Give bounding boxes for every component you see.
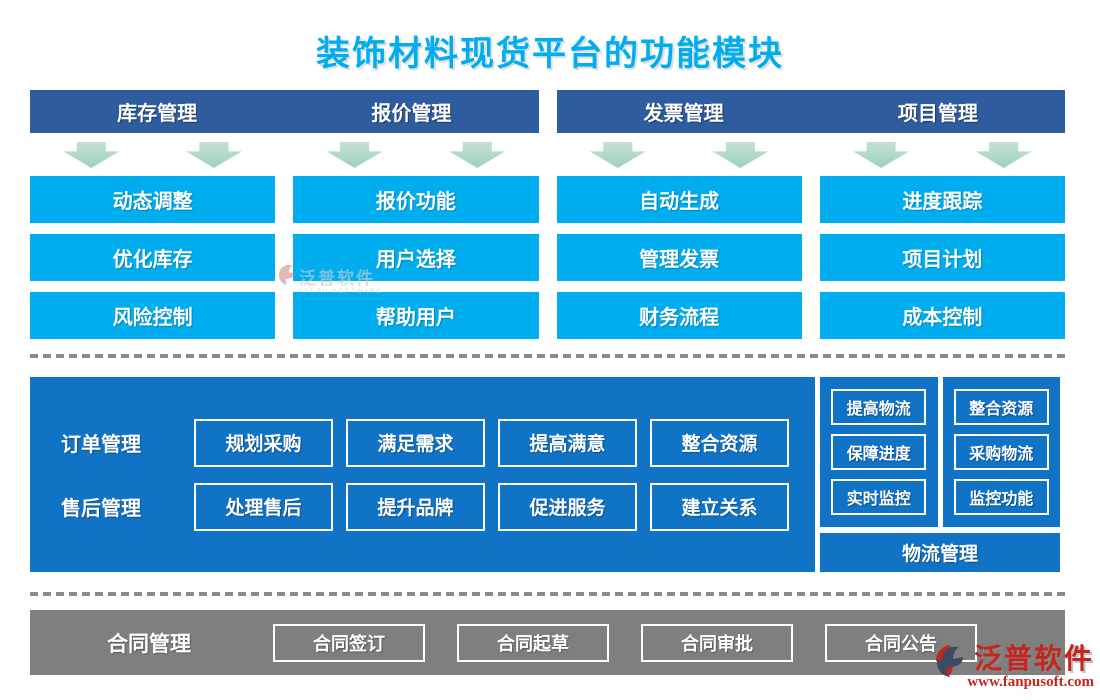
module-box-auto-generate[interactable]: 自动生成 (556, 176, 802, 223)
meet-demand-button[interactable]: 满足需求 (346, 418, 485, 467)
logistics-column-right: 整合资源 采购物流 监控功能 (942, 377, 1060, 527)
contract-management-bar: 合同管理 合同签订 合同起草 合同审批 合同公告 (30, 610, 1065, 675)
logistics-column-left: 提高物流 保障进度 实时监控 (820, 377, 938, 527)
header-label: 项目管理 (897, 103, 978, 125)
aftersale-management-row: 售后管理 处理售后 提升品牌 促进服务 建立关系 (30, 482, 815, 531)
logo-url: www.fanpusoft.com (967, 674, 1094, 690)
build-relation-button[interactable]: 建立关系 (650, 482, 789, 531)
down-arrow-icon (712, 142, 769, 168)
handle-aftersale-button[interactable]: 处理售后 (194, 482, 333, 531)
logistics-management-bar[interactable]: 物流管理 (820, 533, 1060, 572)
header-bar-inventory-quote: 库存管理 报价管理 (30, 90, 539, 133)
arrows-row (30, 142, 1065, 169)
header-bar-invoice-project: 发票管理 项目管理 (556, 90, 1065, 133)
fanpu-logo-icon (935, 644, 965, 685)
monitor-function-button[interactable]: 监控功能 (953, 479, 1049, 515)
order-aftersale-panel: 订单管理 规划采购 满足需求 提高满意 整合资源 售后管理 处理售后 提升品牌 … (30, 377, 815, 572)
ensure-progress-button[interactable]: 保障进度 (831, 434, 927, 470)
module-box-cost-control[interactable]: 成本控制 (819, 292, 1065, 339)
order-management-label: 订单管理 (61, 434, 141, 456)
module-box-finance-flow[interactable]: 财务流程 (556, 292, 802, 339)
header-label: 库存管理 (117, 103, 198, 125)
module-box-user-select[interactable]: 用户选择 (293, 234, 539, 281)
module-box-progress-track[interactable]: 进度跟踪 (819, 176, 1065, 223)
boost-brand-button[interactable]: 提升品牌 (346, 482, 485, 531)
purchase-logistics-button[interactable]: 采购物流 (953, 434, 1049, 470)
integrate-resources-button[interactable]: 整合资源 (953, 389, 1049, 425)
down-arrow-icon (853, 142, 910, 168)
module-box-manage-invoice[interactable]: 管理发票 (556, 234, 802, 281)
top-modules-section: 库存管理 报价管理 发票管理 项目管理 动态调整 报价功能 自动生成 进度跟踪 … (30, 90, 1065, 339)
module-box-dynamic-adjust[interactable]: 动态调整 (30, 176, 276, 223)
fanpu-logo: 泛普软件 www.fanpusoft.com (935, 644, 1094, 691)
logo-name: 泛普软件 (973, 643, 1094, 674)
header-label: 报价管理 (371, 103, 452, 125)
contract-draft-button[interactable]: 合同起草 (457, 623, 609, 662)
down-arrow-icon (589, 142, 646, 168)
contract-notice-button[interactable]: 合同公告 (825, 623, 977, 662)
dashed-divider-bottom (30, 592, 1065, 596)
down-arrow-icon (449, 142, 506, 168)
order-management-row: 订单管理 规划采购 满足需求 提高满意 整合资源 (30, 418, 815, 467)
promote-service-button[interactable]: 促进服务 (498, 482, 637, 531)
logistics-panel: 提高物流 保障进度 实时监控 整合资源 采购物流 监控功能 物流管理 (820, 377, 1060, 572)
down-arrow-icon (63, 142, 120, 168)
header-label: 发票管理 (643, 103, 724, 125)
header-bars-row: 库存管理 报价管理 发票管理 项目管理 (30, 90, 1065, 133)
module-box-optimize-inventory[interactable]: 优化库存 (30, 234, 276, 281)
down-arrow-icon (326, 142, 383, 168)
realtime-monitor-button[interactable]: 实时监控 (831, 479, 927, 515)
down-arrow-icon (975, 142, 1032, 168)
aftersale-management-label: 售后管理 (61, 498, 141, 520)
down-arrow-icon (185, 142, 242, 168)
contract-management-label: 合同管理 (107, 632, 191, 656)
integrate-resources-button[interactable]: 整合资源 (650, 418, 789, 467)
module-boxes-grid: 动态调整 报价功能 自动生成 进度跟踪 优化库存 用户选择 管理发票 项目计划 … (30, 176, 1065, 339)
module-box-risk-control[interactable]: 风险控制 (30, 292, 276, 339)
contract-approve-button[interactable]: 合同审批 (641, 623, 793, 662)
raise-satisfaction-button[interactable]: 提高满意 (498, 418, 637, 467)
page-title: 装饰材料现货平台的功能模块 (316, 35, 784, 73)
dashed-divider-top (30, 354, 1065, 358)
module-box-project-plan[interactable]: 项目计划 (819, 234, 1065, 281)
module-box-quote-function[interactable]: 报价功能 (293, 176, 539, 223)
plan-purchase-button[interactable]: 规划采购 (194, 418, 333, 467)
improve-logistics-button[interactable]: 提高物流 (831, 389, 927, 425)
contract-sign-button[interactable]: 合同签订 (273, 623, 425, 662)
module-box-help-user[interactable]: 帮助用户 (293, 292, 539, 339)
